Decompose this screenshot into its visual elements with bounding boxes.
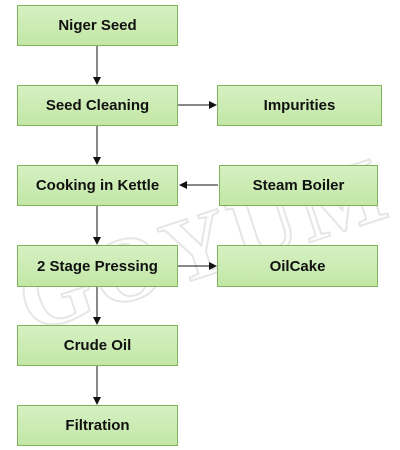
step-filtration: Filtration: [17, 405, 178, 446]
step-crude-oil-label: Crude Oil: [63, 337, 132, 354]
step-niger-seed: Niger Seed: [17, 5, 178, 46]
side-impurities-label: Impurities: [263, 97, 336, 114]
step-seed-cleaning: Seed Cleaning: [17, 85, 178, 126]
side-oilcake-label: OilCake: [269, 257, 326, 275]
step-filtration-label: Filtration: [65, 417, 130, 434]
step-pressing-label: 2 Stage Pressing: [37, 257, 158, 275]
step-crude-oil: Crude Oil: [17, 325, 178, 366]
side-steam-boiler-label: Steam Boiler: [252, 177, 345, 194]
step-niger-seed-label: Niger Seed: [58, 17, 137, 34]
side-impurities: Impurities: [217, 85, 382, 126]
side-oilcake: OilCake: [217, 245, 378, 287]
step-2-stage-pressing: 2 Stage Pressing: [17, 245, 178, 287]
side-steam-boiler: Steam Boiler: [219, 165, 378, 206]
step-cooking-in-kettle: Cooking in Kettle: [17, 165, 178, 206]
step-cooking-label: Cooking in Kettle: [35, 177, 160, 194]
step-seed-cleaning-label: Seed Cleaning: [45, 97, 150, 114]
